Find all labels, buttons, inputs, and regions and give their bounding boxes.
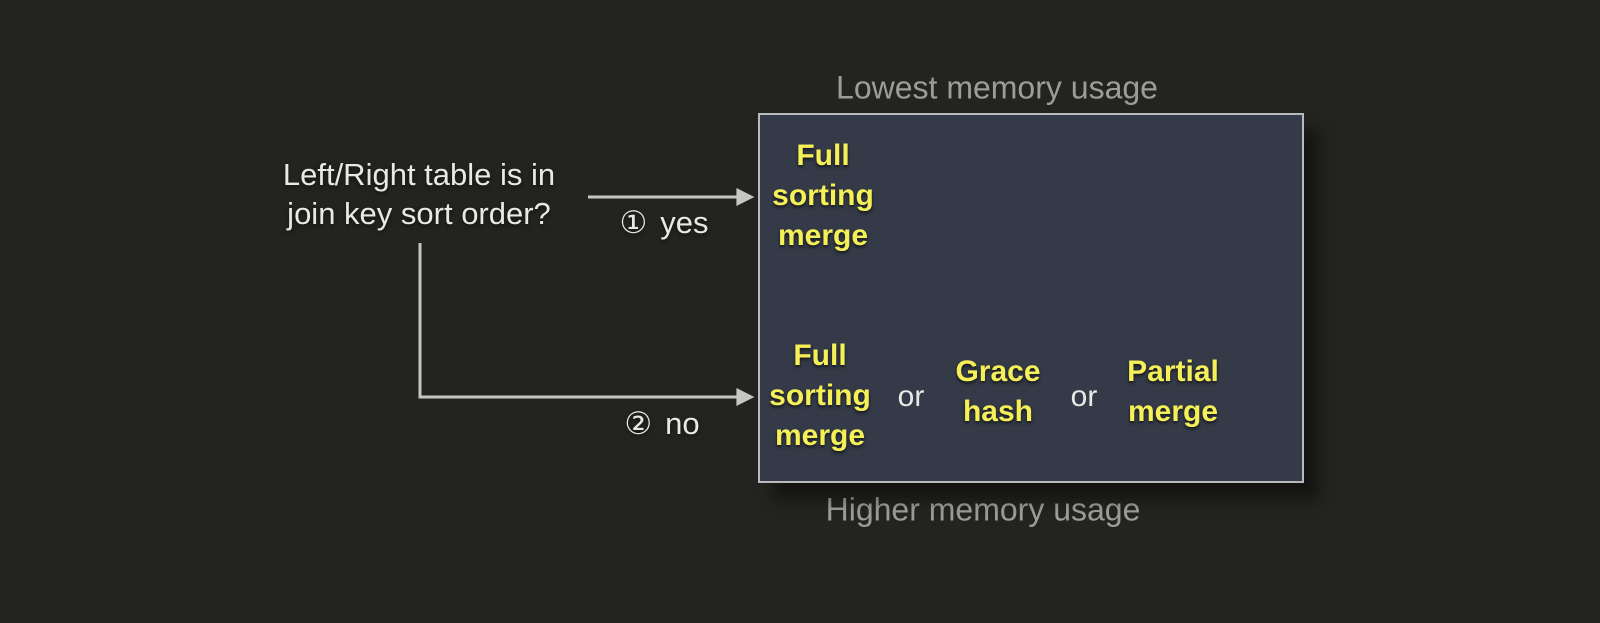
memory-label-lowest: Lowest memory usage <box>836 69 1158 106</box>
algorithm-option-full-sorting-merge-sorted: Full sorting merge <box>772 139 874 252</box>
circled-1-icon: ① <box>619 205 648 240</box>
no-arrow <box>418 243 755 406</box>
or-separator: or <box>897 380 925 413</box>
circled-2-icon: ② <box>624 406 653 441</box>
algorithm-option-full-sorting-merge-unsorted: Full sorting merge <box>769 339 871 452</box>
branch-yes-text: yes <box>660 205 709 240</box>
algorithm-option-grace-hash: Grace hash <box>955 355 1041 428</box>
question-text: Left/Right table is in join key sort ord… <box>282 157 556 231</box>
branch-no-text: no <box>665 406 700 441</box>
branch-label-yes: ① yes <box>619 205 708 241</box>
algorithm-box <box>758 113 1304 483</box>
branch-label-no: ② no <box>624 406 699 442</box>
memory-label-higher: Higher memory usage <box>825 491 1141 528</box>
algorithm-option-partial-merge: Partial merge <box>1127 355 1219 428</box>
or-separator: or <box>1070 380 1098 413</box>
